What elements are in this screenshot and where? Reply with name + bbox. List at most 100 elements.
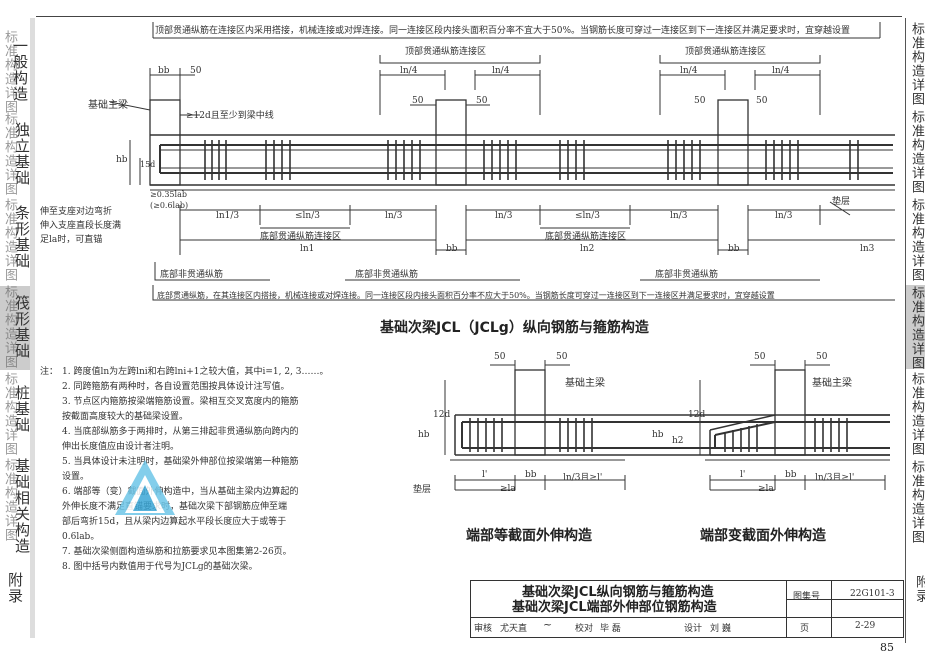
cushion-label: 垫层 (832, 197, 851, 207)
detail-left-ln3: ln/3且≥l' (563, 473, 603, 483)
bottom-non-through-3: 底部非贯通纵筋 (655, 270, 719, 280)
dim-ge-ln-3: ≤ln/3 (575, 211, 600, 221)
page-no: 2-29 (855, 621, 876, 631)
note-line: 5. 当具体设计未注明时，基础梁外伸部位按梁端第一种箍筋 (62, 457, 299, 467)
bottom-non-through-1: 底部非贯通纵筋 (160, 270, 224, 280)
detail-right-hb: hb (652, 430, 664, 440)
right-tab-7[interactable]: 附录 (913, 575, 925, 603)
left-tab-isolated[interactable]: 独立基础 (13, 122, 31, 186)
dim-50: 50 (694, 96, 706, 106)
title-block-vdivider (831, 581, 832, 637)
page-frame (36, 16, 902, 637)
detail-right-ln3: ln/3且≥l' (815, 473, 855, 483)
span-ln2: ln2 (580, 244, 595, 254)
title-block-hdivider (786, 599, 903, 600)
dim-bb: bb (446, 244, 458, 254)
checker: 毕 磊 (600, 624, 621, 634)
dim-ln4: ln/4 (772, 66, 790, 76)
note-line: 1. 跨度值ln为左跨lni和右跨lni+1之较大值，其中i=1, 2, 3……… (62, 367, 329, 377)
title-block (470, 580, 904, 638)
right-tab-6[interactable]: 标准构造详图 (909, 460, 924, 544)
reviewer-signature: ~ (543, 618, 553, 631)
note-line: 设置。 (62, 472, 90, 482)
watermark-logo (115, 460, 175, 515)
left-tab-faint: 标准构造详图 (2, 198, 17, 282)
dim-ln-3: ln/3 (775, 211, 793, 221)
right-tab-strip (905, 18, 925, 643)
anchor-left-1: ≥0.35lab (150, 190, 187, 199)
dim-ln4: ln/4 (400, 66, 418, 76)
title-block-hdivider (471, 617, 903, 618)
dim-ln4: ln/4 (680, 66, 698, 76)
note-line: 按截面高度较大的基础梁设置。 (62, 412, 189, 422)
note-line: 部后弯折15d，且从梁内边算起水平段长度应大于或等于 (62, 517, 287, 527)
top-zone-label-2: 顶部贯通纵筋连接区 (685, 47, 767, 57)
design-label: 设计 (684, 624, 703, 634)
dim-bb: bb (158, 66, 170, 76)
review-label: 审核 (474, 624, 493, 634)
note-line: 外伸长度不满足直锚要求时，基础次梁下部钢筋应伸至端 (62, 502, 288, 512)
right-tab-5[interactable]: 标准构造详图 (909, 372, 924, 456)
detail-left-main-beam: 基础主梁 (565, 378, 605, 389)
detail-left-hb: hb (418, 430, 430, 440)
left-tab-active-bg (0, 286, 30, 370)
bottom-zone-label-1: 底部贯通纵筋连接区 (260, 232, 342, 242)
note-line: 7. 基础次梁侧面构造纵筋和拉筋要求见本图集第2-26页。 (62, 547, 292, 557)
top-note: 顶部贯通纵筋在连接区内采用搭接，机械连接或对焊连接。同一连接区段内接头面积百分率… (155, 24, 850, 36)
bottom-zone-label-2: 底部贯通纵筋连接区 (545, 232, 627, 242)
left-tab-faint: 标准构造详图 (2, 112, 17, 196)
detail-left-bb: bb (525, 470, 537, 480)
detail-left-50: 50 (556, 352, 568, 362)
anchor-note: ≥12d且至少到梁中线 (186, 111, 274, 121)
detail-left-cushion: 垫层 (413, 485, 432, 495)
main-diagram-title: 基础次梁JCL（JCLg）纵向钢筋与箍筋构造 (380, 320, 649, 336)
right-tab-4[interactable]: 标准构造详图 (909, 286, 924, 370)
detail-left-gela: ≥la (500, 484, 516, 494)
title-block-title-2: 基础次梁JCL端部外伸部位钢筋构造 (512, 600, 717, 615)
designer: 刘 巍 (710, 624, 731, 634)
left-tab-general[interactable]: 一般构造 (11, 38, 29, 102)
detail-right-h2: h2 (672, 436, 684, 446)
right-tab-2[interactable]: 标准构造详图 (909, 110, 924, 194)
dim-bb: bb (728, 244, 740, 254)
bottom-note: 底部贯通纵筋，在其连接区内搭接，机械连接或对焊连接。同一连接区段内接头面积百分率… (157, 291, 775, 300)
left-tab-related[interactable]: 基础相关构造 (13, 458, 31, 554)
main-beam-label: 基础主梁 (88, 100, 128, 111)
left-tab-pile[interactable]: 桩基础 (13, 385, 31, 433)
dim-50: 50 (756, 96, 768, 106)
left-tab-raft[interactable]: 筏形基础 (13, 295, 31, 359)
left-tab-appendix[interactable]: 附录 (6, 572, 24, 604)
bottom-non-through-2: 底部非贯通纵筋 (355, 270, 419, 280)
dim-50: 50 (412, 96, 424, 106)
right-tab-1[interactable]: 标准构造详图 (909, 22, 924, 106)
left-tab-faint: 标准构造详图 (2, 30, 17, 114)
right-tab-3[interactable]: 标准构造详图 (909, 198, 924, 282)
hb-label: hb (116, 155, 128, 165)
detail-right-main-beam: 基础主梁 (812, 378, 852, 389)
note-line: 伸出长度值应由设计者注明。 (62, 442, 180, 452)
span-ln1: ln1 (300, 244, 315, 254)
note-line: 3. 节点区内箍筋按梁端箍筋设置。梁相互交叉宽度内的箍筋 (62, 397, 299, 407)
note-line: 2. 同跨箍筋有两种时，各自设置范围按具体设计注写值。 (62, 382, 290, 392)
notes-prefix: 注： (40, 367, 59, 377)
main-rebar-diagram: 顶部贯通纵筋在连接区内采用搭接，机械连接或对焊连接。同一连接区段内接头面积百分率… (109, 22, 895, 301)
note-line: 6. 端部等（变）截面外伸构造中，当从基础主梁内边算起的 (62, 487, 299, 497)
dim-ln-3: ln/3 (670, 211, 688, 221)
detail-left-50: 50 (494, 352, 506, 362)
note-line: 0.6lab。 (62, 532, 100, 542)
detail-right-title: 端部变截面外伸构造 (700, 528, 826, 544)
detail-right-12d: 12d (688, 410, 706, 420)
detail-right-50: 50 (816, 352, 828, 362)
atlas-label: 图集号 (793, 592, 821, 602)
dim-50: 50 (190, 66, 202, 76)
top-zone-label-1: 顶部贯通纵筋连接区 (405, 47, 487, 57)
detail-left-title: 端部等截面外伸构造 (466, 528, 592, 544)
reviewer: 尤天直 (500, 624, 528, 634)
right-tab-active-bg (906, 285, 925, 369)
left-tab-strip-foundation[interactable]: 条形基础 (13, 205, 31, 269)
page-number: 85 (880, 641, 894, 654)
dim-ln-3: ln/3 (495, 211, 513, 221)
detail-right-bb: bb (785, 470, 797, 480)
left-tab-bar (30, 18, 35, 638)
title-block-title-1: 基础次梁JCL纵向钢筋与箍筋构造 (522, 585, 714, 600)
